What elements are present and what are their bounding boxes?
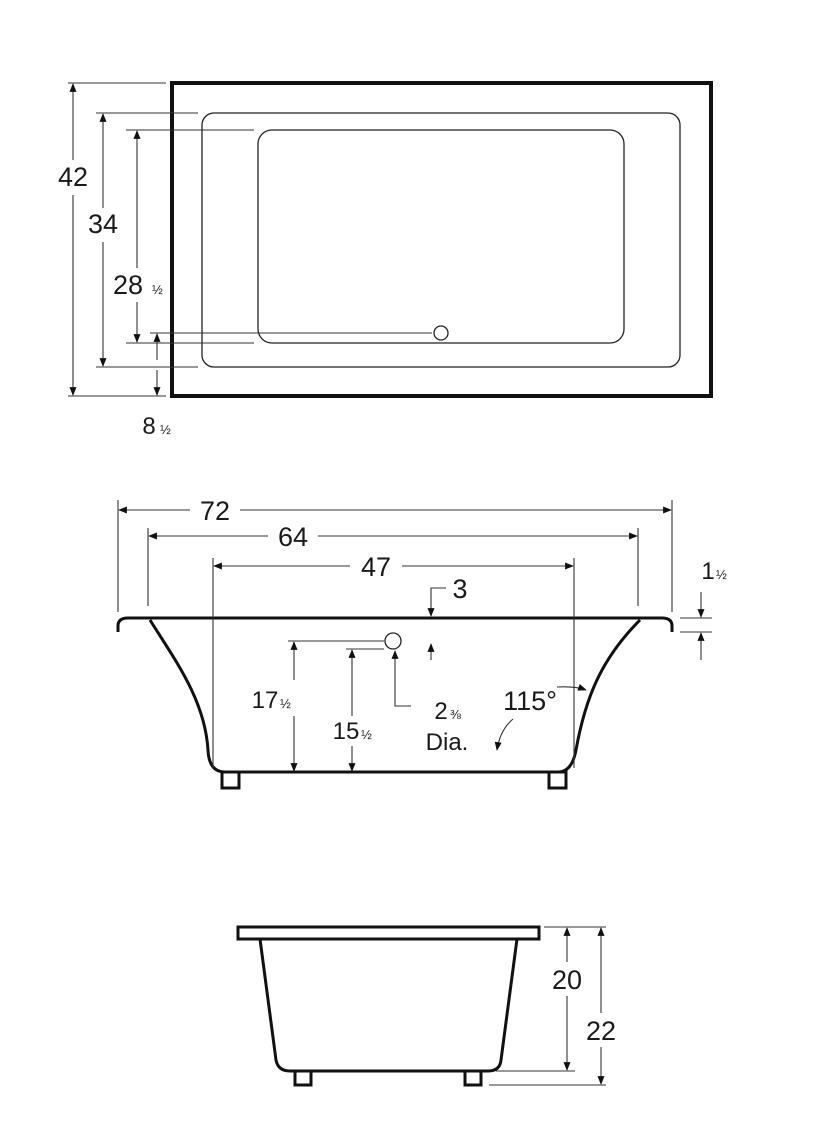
dim-drain-dia-frac: ⅜ <box>450 707 461 722</box>
top-view: 42 34 28 ½ 8 ½ <box>58 81 713 440</box>
end-view-foot-left <box>293 1069 313 1087</box>
top-view-outer-deck <box>170 81 713 398</box>
dim-basin: 28 <box>113 270 143 300</box>
end-view-foot-right <box>463 1069 483 1087</box>
dim-drain-offset-top: 8 <box>142 413 155 440</box>
end-view: 20 22 <box>236 925 616 1087</box>
side-view-shell <box>148 618 642 774</box>
top-view-rim-inner <box>201 112 681 368</box>
dim-drain-dia: 2 <box>434 698 447 725</box>
end-view-rim <box>236 925 541 941</box>
dim-bottom-length: 47 <box>361 552 391 582</box>
dim-rim-thickness: 1 <box>701 558 714 585</box>
dim-drain-center-frac: ½ <box>361 727 372 742</box>
dim-drain-height: 17 <box>252 687 279 714</box>
dim-depth: 20 <box>552 965 582 995</box>
dim-drain-dia-label: Dia. <box>426 729 469 756</box>
dim-drain-height-frac: ½ <box>280 696 291 711</box>
dim-drain-offset-side: 3 <box>452 574 467 604</box>
side-view-foot-right <box>547 770 568 790</box>
dim-rim-inner-length: 64 <box>278 522 308 552</box>
side-view-rim <box>116 616 674 632</box>
side-view-drain-icon <box>384 632 402 650</box>
dim-rim-inner: 34 <box>88 209 118 239</box>
dim-rim-thickness-frac: ½ <box>716 567 727 582</box>
dim-height: 22 <box>586 1016 616 1046</box>
end-view-shell <box>258 938 519 1073</box>
dim-angle: 115° <box>503 686 557 716</box>
dim-basin-frac: ½ <box>152 282 163 297</box>
top-view-basin <box>257 129 625 344</box>
top-view-drain-icon <box>433 325 449 341</box>
dim-drain-center: 15 <box>333 718 360 745</box>
dim-overall-width: 42 <box>58 162 88 192</box>
dim-length: 72 <box>200 496 230 526</box>
dim-drain-offset-top-frac: ½ <box>160 422 171 437</box>
side-view: 72 64 47 3 1 ½ 17 ½ 15 ½ 2 <box>116 496 727 790</box>
side-view-foot-left <box>220 770 241 790</box>
